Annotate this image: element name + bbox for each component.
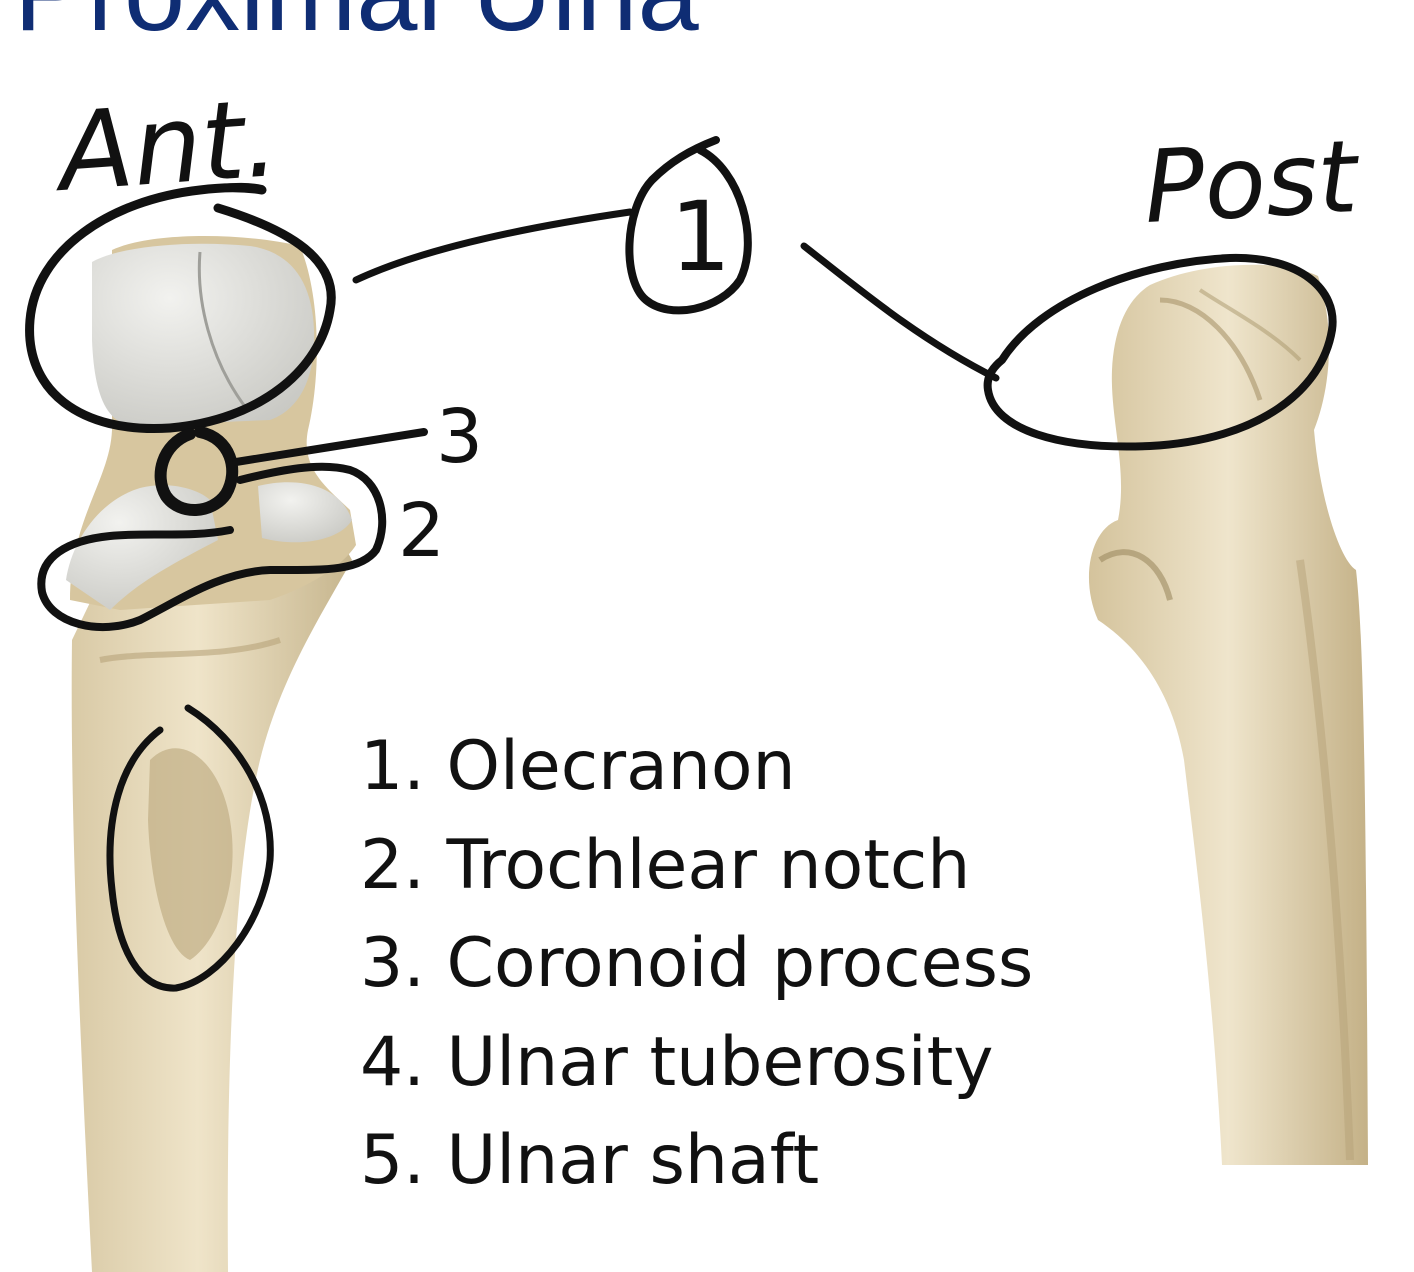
- legend-item-ulnar-shaft: 5. Ulnar shaft: [360, 1121, 820, 1200]
- annotations: [25, 136, 1337, 992]
- marker-3-label: 3: [436, 394, 483, 480]
- olecranon-anterior-circle: [25, 183, 336, 434]
- page-title: Proximal Ulna: [14, 0, 699, 54]
- marker-3-connector: [232, 428, 428, 466]
- trochlear-notch-outline: [37, 462, 387, 631]
- anterior-underline: [187, 182, 265, 195]
- marker-1-circle: [625, 136, 752, 315]
- legend-item-olecranon: 1. Olecranon: [360, 727, 796, 806]
- olecranon-posterior-circle: [983, 253, 1337, 451]
- coronoid-process-circle: [154, 426, 239, 516]
- marker-2-label: 2: [398, 488, 445, 574]
- anterior-ulna-illustration: [66, 235, 356, 1272]
- marker-1-label: 1: [670, 181, 731, 293]
- marker-1-left-connector: [352, 208, 634, 284]
- anterior-label: Ant.: [49, 76, 282, 216]
- posterior-label: Post: [1141, 118, 1363, 246]
- legend-item-ulnar-tuberosity: 4. Ulnar tuberosity: [360, 1022, 994, 1102]
- marker-1-right-connector: [800, 242, 1000, 382]
- ulnar-tuberosity-outline: [106, 704, 274, 992]
- structure-legend: 1. Olecranon 2. Trochlear notch 3. Coron…: [360, 718, 1033, 1211]
- posterior-ulna-illustration: [1088, 264, 1368, 1165]
- legend-item-trochlear-notch: 2. Trochlear notch: [360, 825, 971, 905]
- legend-item-coronoid-process: 3. Coronoid process: [360, 924, 1034, 1003]
